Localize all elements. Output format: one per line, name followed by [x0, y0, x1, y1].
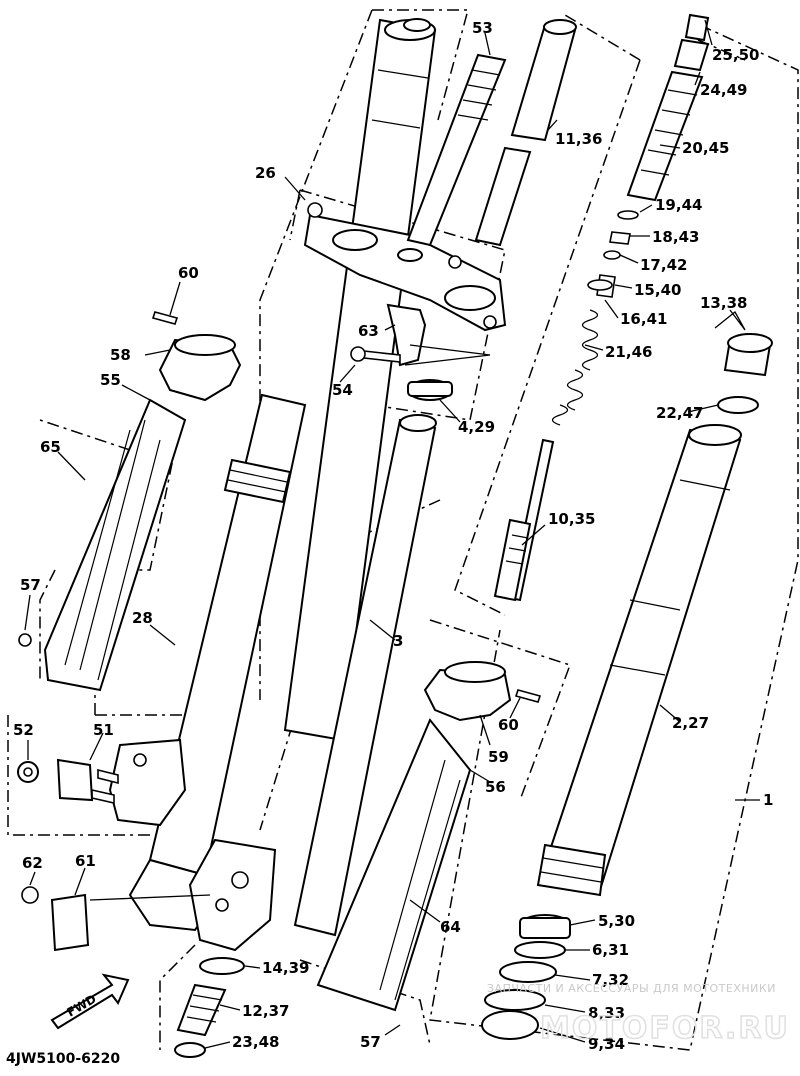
- fwd-label: FWD: [65, 992, 99, 1020]
- callout-3: 3: [393, 632, 403, 650]
- callout-4-29: 4,29: [458, 418, 495, 436]
- callout-60-bottom: 60: [498, 716, 519, 734]
- callout-9-34: 9,34: [588, 1035, 625, 1053]
- guard-clamp-top: [151, 311, 242, 402]
- callout-52: 52: [13, 721, 34, 739]
- callout-23-48: 23,48: [232, 1033, 279, 1051]
- callout-18-43: 18,43: [652, 228, 699, 246]
- outer-tube-left: [91, 393, 307, 952]
- outer-tube-middle: [293, 414, 437, 937]
- callout-55: 55: [100, 371, 121, 389]
- callout-20-45: 20,45: [682, 139, 729, 157]
- damper-parts: [587, 13, 710, 298]
- callout-53: 53: [472, 19, 493, 37]
- callout-12-37: 12,37: [242, 1002, 289, 1020]
- callout-17-42: 17,42: [640, 256, 687, 274]
- callout-8-33: 8,33: [588, 1004, 625, 1022]
- diagram-code: 4JW5100-6220: [6, 1051, 120, 1067]
- leader-lines: [24, 19, 760, 1049]
- callout-2-27: 2,27: [672, 714, 709, 732]
- base-valve: [174, 957, 245, 1058]
- callout-62: 62: [22, 854, 43, 872]
- outer-tube-right: [536, 424, 742, 897]
- callout-59: 59: [488, 748, 509, 766]
- callout-19-44: 19,44: [655, 196, 702, 214]
- callout-13-38: 13,38: [700, 294, 747, 312]
- callout-24-49: 24,49: [700, 81, 747, 99]
- callout-60-top: 60: [178, 264, 199, 282]
- callout-51: 51: [93, 721, 114, 739]
- callout-21-46: 21,46: [605, 343, 652, 361]
- callout-16-41: 16,41: [620, 310, 667, 328]
- callout-6-31: 6,31: [592, 941, 629, 959]
- fwd-arrow: FWD: [50, 973, 130, 1030]
- callout-57-bottom: 57: [360, 1033, 381, 1051]
- stem-bolt: [406, 53, 507, 247]
- watermark-logo: MOTOFOR.RU: [540, 1011, 790, 1046]
- seal-4-body: [407, 381, 453, 397]
- small-parts: [17, 633, 94, 952]
- cap-tube: [474, 19, 577, 247]
- fork-guard-left: [43, 398, 187, 692]
- callout-1: 1: [763, 791, 773, 809]
- callout-54: 54: [332, 381, 353, 399]
- callout-64: 64: [440, 918, 461, 936]
- callout-28: 28: [132, 609, 153, 627]
- callout-63: 63: [358, 322, 379, 340]
- triple-clamp: [303, 202, 507, 332]
- callout-58: 58: [110, 346, 131, 364]
- lower-seals: [481, 914, 571, 1040]
- guard-clamp-bottom: [423, 661, 542, 722]
- bracket: [350, 303, 427, 367]
- callout-labels: 53 25,50 24,49 11,36 20,45 26 19,44 18,4…: [13, 19, 773, 1053]
- callout-5-30: 5,30: [598, 912, 635, 930]
- fork-cap: [717, 333, 773, 414]
- fork-guard-right: [316, 718, 472, 1012]
- callout-56: 56: [485, 778, 506, 796]
- callout-26: 26: [255, 164, 276, 182]
- callout-10-35: 10,35: [548, 510, 595, 528]
- watermark-text: ЗАПЧАСТИ И АКСЕССУАРЫ ДЛЯ МОТОТЕХНИКИ: [487, 982, 776, 995]
- callout-15-40: 15,40: [634, 281, 681, 299]
- callout-57-left: 57: [20, 576, 41, 594]
- callout-61: 61: [75, 852, 96, 870]
- damper-rod: [493, 438, 555, 602]
- spring: [551, 309, 599, 426]
- callout-65: 65: [40, 438, 61, 456]
- callout-7-32: 7,32: [592, 971, 629, 989]
- callout-22-47: 22,47: [656, 404, 703, 422]
- callout-11-36: 11,36: [555, 130, 602, 148]
- callout-25-50: 25,50: [712, 46, 759, 64]
- callout-14-39: 14,39: [262, 959, 309, 977]
- inner-tube-left: [283, 18, 437, 742]
